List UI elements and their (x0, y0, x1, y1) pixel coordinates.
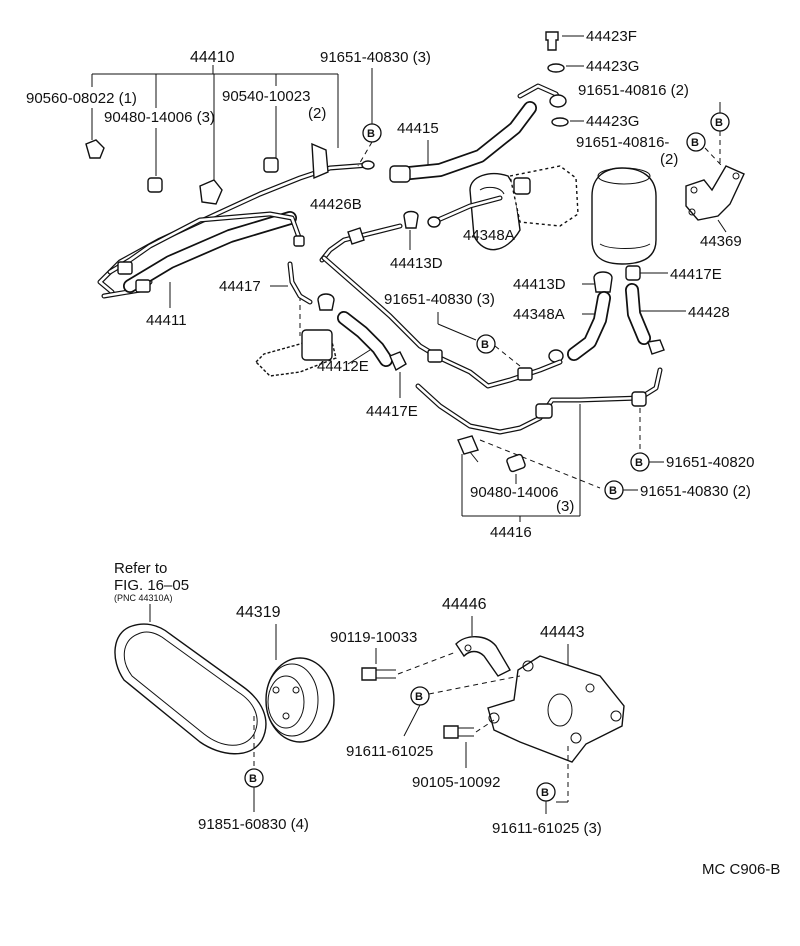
label-44319: 44319 (236, 604, 281, 621)
label-44417E-1: 44417E (670, 266, 722, 283)
label-90480-14006-a: 90480-14006 (3) (104, 109, 215, 126)
gasket-44423G-1 (547, 63, 565, 73)
gear-box-sketch (255, 296, 337, 377)
tube-bracket-44410 (311, 142, 329, 180)
bolt-marker-b-1: B (367, 128, 375, 140)
label-44348A-1: 44348A (463, 227, 515, 244)
label-44423G-2: 44423G (586, 113, 639, 130)
bolt-44423F (545, 31, 559, 51)
label-91611-61025-a: 91611-61025 (346, 743, 433, 760)
label-44423G-1: 44423G (586, 58, 639, 75)
bracket-44369: 91651-40816 (2) B 91651-40816- B (2) 443… (576, 82, 745, 250)
label-refer-fig: FIG. 16–05 (114, 577, 189, 594)
group-return-hoses-right: 44413D 44417E 44348A 44428 (513, 265, 730, 363)
label-91651-40820: 91651-40820 (666, 454, 754, 471)
bolt-marker-b-7: B (249, 773, 257, 785)
label-refer-pnc: (PNC 44310A) (114, 593, 173, 603)
label-44417E-2: 44417E (366, 403, 418, 420)
bolt-marker-b-3: B (691, 137, 699, 149)
label-44423F: 44423F (586, 28, 637, 45)
group-belt: Refer to FIG. 16–05 (PNC 44310A) (114, 560, 267, 755)
clamp-90480-a (147, 177, 163, 193)
label-91651-40816-bq: (2) (660, 151, 678, 168)
group-44417-44412E: 44417 44412E 44417E (219, 261, 418, 420)
cap-90560 (85, 139, 105, 159)
bolt-marker-b-4: B (481, 339, 489, 351)
label-91651-40830-mid: 91651-40830 (3) (384, 291, 495, 308)
label-44411: 44411 (146, 312, 187, 329)
label-90540-qty: (2) (308, 105, 326, 122)
figure-code: MC C906-B (702, 861, 780, 878)
pump-sketch: 44348A (427, 165, 579, 251)
gasket-44423G-2 (551, 117, 569, 127)
label-90119-10033: 90119-10033 (330, 629, 417, 646)
v-belt (114, 623, 267, 755)
label-91651-40816-a: 91651-40816 (2) (578, 82, 689, 99)
group-44423: 44423F 44423G 44423G (545, 28, 639, 130)
label-refer-to: Refer to (114, 560, 167, 577)
label-44428: 44428 (688, 304, 730, 321)
group-44416: B 91651-40820 B 91651-40830 (2) 90480-14… (415, 367, 754, 541)
clamp-90540 (263, 157, 279, 173)
label-44416: 44416 (490, 524, 532, 541)
group-44426B: 44426B 44413D (310, 196, 443, 272)
label-44426B: 44426B (310, 196, 362, 213)
bolt-marker-b-8: B (415, 691, 423, 703)
label-91651-40830-top: 91651-40830 (3) (320, 49, 431, 66)
pulley (265, 657, 335, 743)
bolt-marker-b-9: B (541, 787, 549, 799)
label-44413D-1: 44413D (390, 255, 443, 272)
bolt-marker-b-2: B (715, 117, 723, 129)
label-90480-14006-b: 90480-14006 (470, 484, 558, 501)
label-90480-14006-b-qty: (3) (556, 498, 574, 515)
adjust-bar-44446 (455, 636, 511, 677)
group-44410: 44410 90560-08022 (1) 90480-14006 (3) 90… (26, 49, 375, 329)
label-44417: 44417 (219, 278, 261, 295)
bolt-marker-top: 91651-40830 (3) B (320, 49, 431, 167)
bolt-90119 (361, 667, 377, 681)
label-44446: 44446 (442, 596, 487, 613)
label-44369: 44369 (700, 233, 742, 250)
group-pulley-44319: 44319 B 91851-60830 (4) (198, 604, 335, 833)
label-44410: 44410 (190, 49, 235, 66)
bolt-marker-b-5: B (635, 457, 643, 469)
label-44412E: 44412E (317, 358, 369, 375)
label-91651-40830-2: 91651-40830 (2) (640, 483, 751, 500)
bolt-marker-b-6: B (609, 485, 617, 497)
pump-bracket-44443 (487, 655, 625, 763)
label-91611-61025-b: 91611-61025 (3) (492, 820, 602, 837)
bolt-marker-mid: 91651-40830 (3) B (384, 291, 521, 367)
clamp-bracket-a (199, 179, 223, 205)
group-pump-bracket: 44446 90119-10033 44443 B 91611-61025 90… (330, 596, 625, 837)
label-91851-60830: 91851-60830 (4) (198, 816, 309, 833)
label-91651-40816-b: 91651-40816- (576, 134, 669, 151)
bolt-90105 (443, 725, 459, 739)
return-tube (321, 255, 563, 389)
group-44415: 44415 (389, 83, 567, 183)
label-44413D-2: 44413D (513, 276, 566, 293)
label-44348A-2: 44348A (513, 306, 565, 323)
reservoir (591, 167, 657, 265)
label-90540-10023: 90540-10023 (222, 88, 310, 105)
label-44443: 44443 (540, 624, 585, 641)
label-90560-08022: 90560-08022 (1) (26, 90, 137, 107)
label-90105-10092: 90105-10092 (412, 774, 500, 791)
label-44415: 44415 (397, 120, 439, 137)
